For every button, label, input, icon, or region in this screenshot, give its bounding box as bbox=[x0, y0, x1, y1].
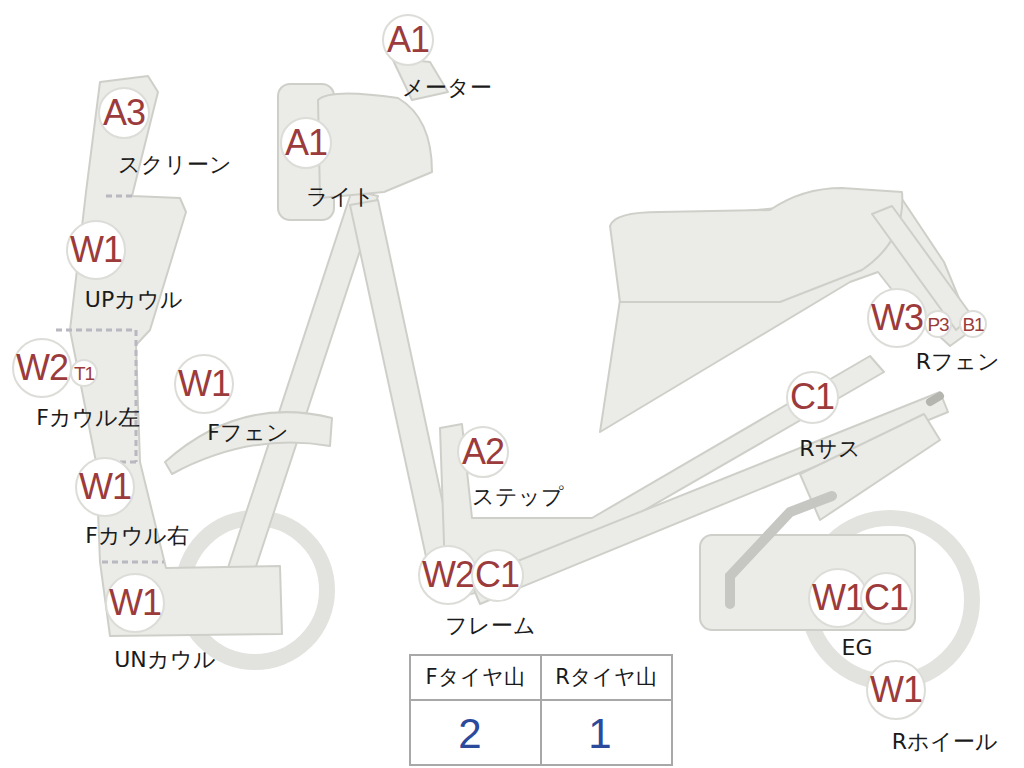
damage-code: C1 bbox=[790, 379, 834, 415]
damage-code: C1 bbox=[864, 580, 908, 616]
damage-code-circle: A3 bbox=[98, 87, 150, 139]
damage-code: P3 bbox=[927, 315, 948, 334]
part-name: ライト bbox=[306, 185, 375, 209]
damage-code: W3 bbox=[871, 300, 923, 336]
damage-code: W1 bbox=[70, 232, 122, 268]
damage-code-circle: A1 bbox=[382, 14, 434, 66]
damage-code-circle: W3 bbox=[867, 288, 927, 348]
damage-code: W2 bbox=[422, 557, 474, 593]
part-name: Fカウル左 bbox=[36, 406, 140, 430]
table-cell: 1 bbox=[588, 711, 611, 757]
damage-code: C1 bbox=[475, 557, 519, 593]
damage-code-circle: C1 bbox=[860, 572, 913, 625]
damage-code-circle: W1 bbox=[174, 354, 234, 414]
part-name: Fカウル右 bbox=[85, 524, 189, 548]
damage-code: W1 bbox=[79, 469, 131, 505]
damage-code-circle: W2 bbox=[418, 545, 478, 605]
part-name: Rサス bbox=[799, 437, 860, 461]
part-name: ステップ bbox=[472, 485, 564, 509]
part-name: Rホイール bbox=[892, 730, 998, 754]
damage-code-circle: W1 bbox=[866, 660, 926, 720]
part-name: スクリーン bbox=[118, 153, 232, 177]
damage-code: A1 bbox=[387, 22, 429, 58]
part-name: UNカウル bbox=[114, 648, 216, 672]
part-name: Rフェン bbox=[916, 350, 1000, 374]
damage-code: W2 bbox=[16, 350, 68, 386]
damage-code: A3 bbox=[103, 95, 145, 131]
part-name: メーター bbox=[402, 76, 492, 100]
damage-code-circle: P3 bbox=[924, 310, 952, 338]
part-name: UPカウル bbox=[85, 288, 183, 312]
damage-code-circle: C1 bbox=[471, 549, 524, 602]
damage-code-circle: C1 bbox=[786, 371, 839, 424]
damage-code: W1 bbox=[178, 366, 230, 402]
damage-code-circle: W1 bbox=[75, 457, 135, 517]
part-name: フレーム bbox=[445, 614, 536, 638]
damage-code: A2 bbox=[462, 434, 504, 470]
table-cell: 2 bbox=[458, 711, 481, 757]
damage-code: B1 bbox=[962, 315, 983, 334]
damage-code: T1 bbox=[74, 364, 94, 383]
damage-code: W1 bbox=[870, 672, 922, 708]
damage-code-circle: A1 bbox=[280, 117, 332, 169]
damage-code: A1 bbox=[285, 125, 327, 161]
part-name: Fフェン bbox=[207, 421, 289, 445]
damage-code-circle: W1 bbox=[66, 220, 126, 280]
damage-code-circle: W1 bbox=[105, 573, 165, 633]
damage-code-circle: T1 bbox=[70, 359, 98, 387]
part-name: EG bbox=[842, 636, 873, 660]
tire-table bbox=[410, 655, 672, 765]
damage-code-circle: W2 bbox=[12, 338, 72, 398]
table-cell: Rタイヤ山 bbox=[555, 666, 657, 689]
table-cell: Fタイヤ山 bbox=[425, 666, 524, 689]
damage-code-circle: B1 bbox=[959, 310, 987, 338]
damage-code-circle: A2 bbox=[457, 426, 509, 478]
damage-code: W1 bbox=[812, 580, 864, 616]
damage-code: W1 bbox=[109, 585, 161, 621]
